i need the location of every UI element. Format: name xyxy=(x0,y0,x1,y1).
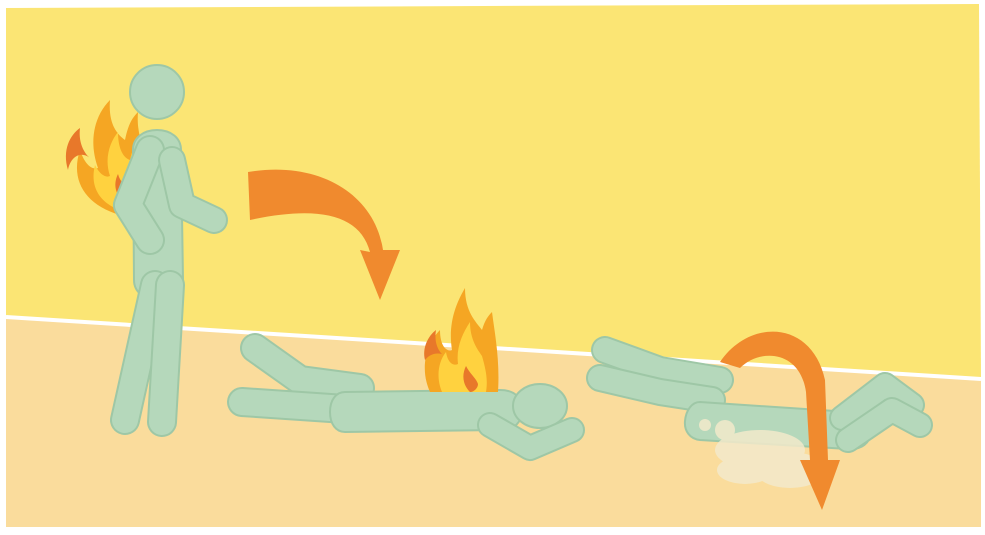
head xyxy=(130,65,184,119)
lying-head xyxy=(513,384,567,428)
